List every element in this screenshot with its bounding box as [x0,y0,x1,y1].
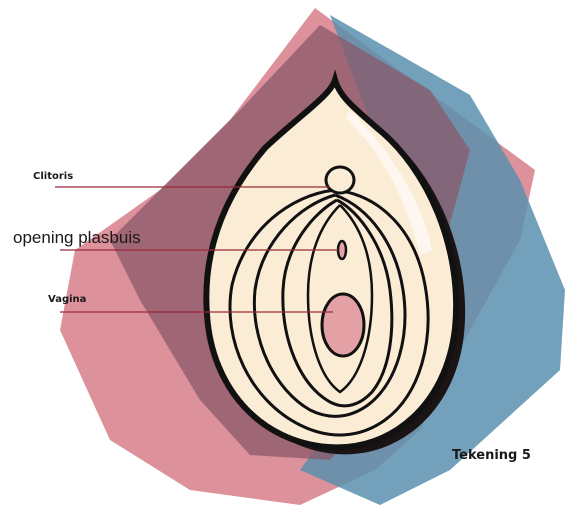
urethra-opening-label: opening plasbuis [13,228,141,248]
vagina-label: Vagina [48,294,86,305]
clitoris-label: Clitoris [33,171,73,182]
vaginal-opening-shape [322,294,364,356]
figure-caption: Tekening 5 [452,448,531,463]
urethra-opening-shape [338,241,346,259]
clitoris-shape [326,167,354,193]
